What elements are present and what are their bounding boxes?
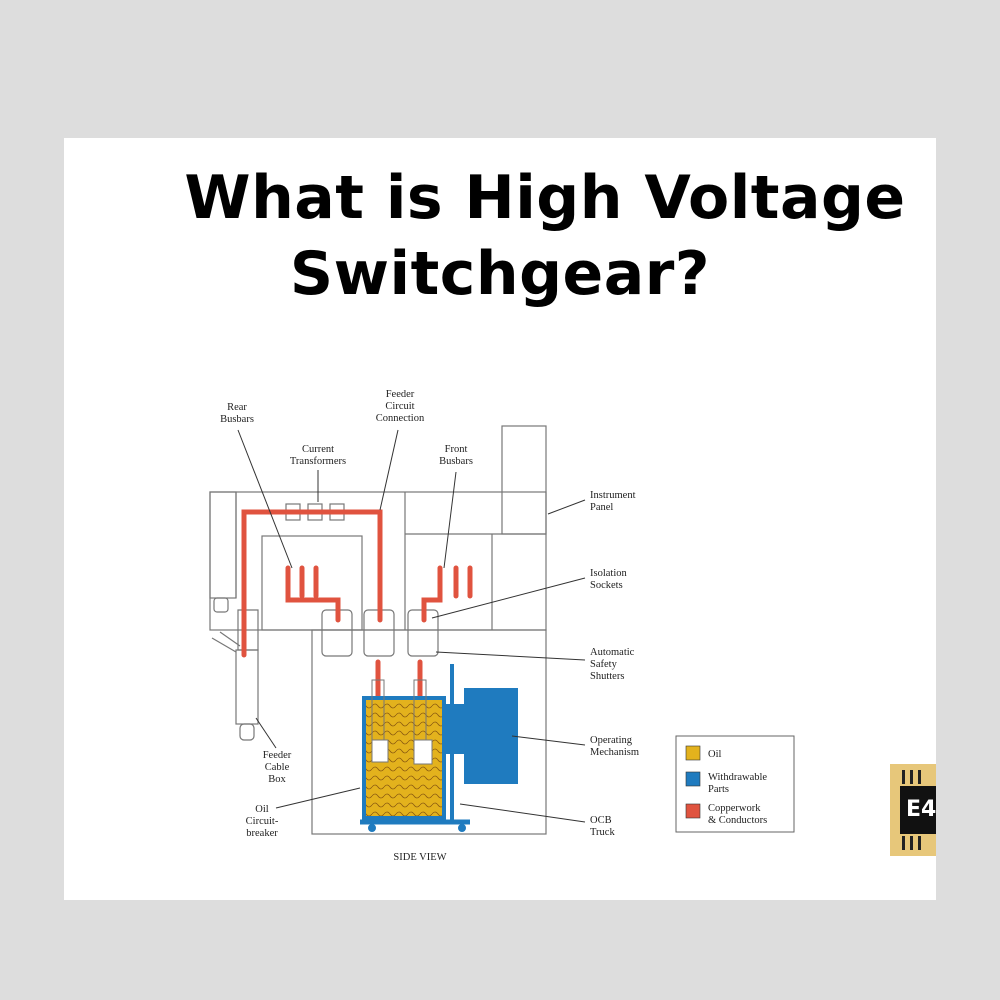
- legend: Oil Withdrawable Parts Copperwork & Cond…: [675, 735, 795, 833]
- label-front-busbars: Front Busbars: [439, 444, 473, 467]
- svg-text:Cable: Cable: [265, 762, 290, 773]
- svg-text:Instrument: Instrument: [590, 490, 636, 501]
- svg-text:Busbars: Busbars: [220, 414, 254, 425]
- svg-text:Truck: Truck: [590, 827, 615, 838]
- label-oil-circuit-breaker: Oil Circuit- breaker: [246, 804, 279, 839]
- label-feeder-cable-box: Feeder Cable Box: [263, 750, 292, 785]
- oil-circuit-breaker: [362, 679, 446, 820]
- svg-text:Circuit: Circuit: [385, 401, 414, 412]
- title-line-1: What is High Voltage: [184, 163, 906, 233]
- label-operating-mechanism: Operating Mechanism: [590, 735, 639, 758]
- svg-text:& Conductors: & Conductors: [708, 815, 767, 826]
- label-instrument-panel: Instrument Panel: [590, 490, 636, 513]
- svg-text:Rear: Rear: [227, 402, 247, 413]
- svg-text:Connection: Connection: [376, 413, 425, 424]
- svg-text:Front: Front: [445, 444, 468, 455]
- svg-text:breaker: breaker: [246, 828, 278, 839]
- svg-text:Mechanism: Mechanism: [590, 747, 639, 758]
- label-current-transformers: Current Transformers: [290, 444, 346, 467]
- svg-text:Current: Current: [302, 444, 334, 455]
- page-title: What is High Voltage Switchgear?: [64, 160, 936, 312]
- label-automatic-safety-shutters: Automatic Safety Shutters: [590, 647, 635, 682]
- svg-text:OCB: OCB: [590, 815, 612, 826]
- legend-swatch-copper: [685, 803, 701, 819]
- svg-text:Parts: Parts: [708, 784, 729, 795]
- legend-item-oil: Oil: [685, 745, 722, 761]
- svg-text:Sockets: Sockets: [590, 580, 623, 591]
- leader-lines: [237, 429, 586, 823]
- svg-text:Operating: Operating: [590, 735, 633, 746]
- label-isolation-sockets: Isolation Sockets: [590, 568, 627, 591]
- svg-text:Oil: Oil: [708, 749, 722, 760]
- svg-text:Oil: Oil: [255, 804, 269, 815]
- svg-text:Feeder: Feeder: [386, 389, 415, 400]
- withdrawable-parts: [360, 664, 518, 832]
- svg-text:Circuit-: Circuit-: [246, 816, 279, 827]
- e4-logo-badge: E4: [890, 764, 936, 856]
- legend-item-copperwork: Copperwork & Conductors: [685, 803, 767, 826]
- label-rear-busbars: Rear Busbars: [220, 402, 254, 425]
- svg-text:Automatic: Automatic: [590, 647, 635, 658]
- title-line-2: Switchgear?: [289, 239, 711, 309]
- svg-text:Isolation: Isolation: [590, 568, 627, 579]
- svg-text:Copperwork: Copperwork: [708, 803, 761, 814]
- svg-text:Busbars: Busbars: [439, 456, 473, 467]
- svg-text:Shutters: Shutters: [590, 671, 624, 682]
- legend-swatch-withdrawable: [685, 771, 701, 787]
- svg-text:Panel: Panel: [590, 502, 613, 513]
- svg-text:Transformers: Transformers: [290, 456, 346, 467]
- svg-text:Box: Box: [268, 774, 286, 785]
- svg-text:Safety: Safety: [590, 659, 618, 670]
- svg-text:Feeder: Feeder: [263, 750, 292, 761]
- legend-item-withdrawable-parts: Withdrawable Parts: [685, 771, 767, 795]
- label-side-view: SIDE VIEW: [393, 852, 446, 863]
- label-ocb-truck: OCB Truck: [590, 815, 615, 838]
- label-feeder-circuit-connection: Feeder Circuit Connection: [376, 389, 425, 424]
- legend-swatch-oil: [685, 745, 701, 761]
- svg-text:Withdrawable: Withdrawable: [708, 772, 767, 783]
- e4-logo-text: E4: [900, 786, 936, 834]
